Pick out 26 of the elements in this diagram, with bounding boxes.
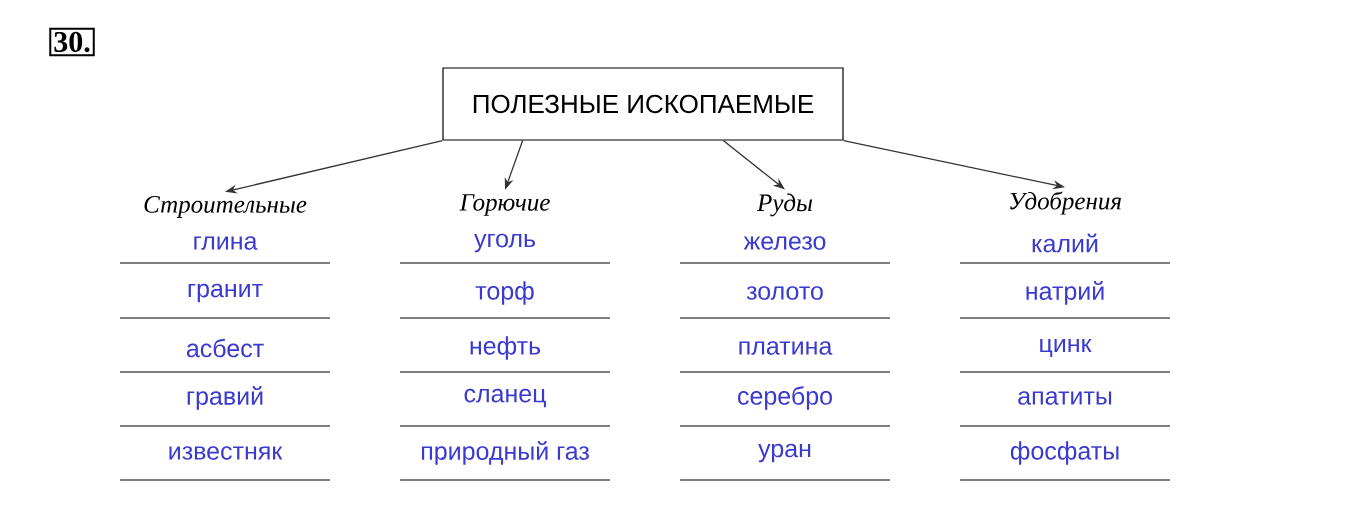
answer-text: золото: [746, 286, 823, 300]
exercise-number: 30.: [49, 27, 95, 57]
answer-text: натрий: [1026, 281, 1104, 305]
answer-text: уран: [758, 443, 811, 463]
title-box: ПОЛЕЗНЫЕ ИСКОПАЕМЫЕ: [442, 67, 844, 141]
answer-text: платина: [739, 341, 833, 355]
answer-text: гравий: [187, 386, 263, 410]
answer-text: апатиты: [1018, 391, 1112, 405]
answer-text: сланец: [464, 388, 546, 408]
category-heading: Руды: [756, 193, 813, 217]
answer-text: известняк: [169, 446, 283, 460]
category-heading: Горючие: [459, 194, 550, 216]
answer-text: уголь: [474, 233, 535, 253]
answer-text: гранит: [188, 283, 263, 303]
category-heading: Строительные: [144, 196, 307, 218]
answer-text: железо: [743, 236, 826, 250]
answer-text: глина: [194, 236, 258, 250]
category-heading: Удобрения: [1010, 191, 1121, 215]
answer-text: калий: [1032, 233, 1098, 253]
answer-text: нефть: [470, 336, 541, 360]
answer-text: торф: [475, 281, 534, 305]
answer-text: серебро: [738, 386, 832, 410]
answer-text: цинк: [1040, 338, 1092, 358]
answer-text: фосфаты: [1010, 441, 1119, 465]
answer-text: природный газ: [421, 441, 589, 465]
answer-text: асбест: [186, 338, 264, 358]
